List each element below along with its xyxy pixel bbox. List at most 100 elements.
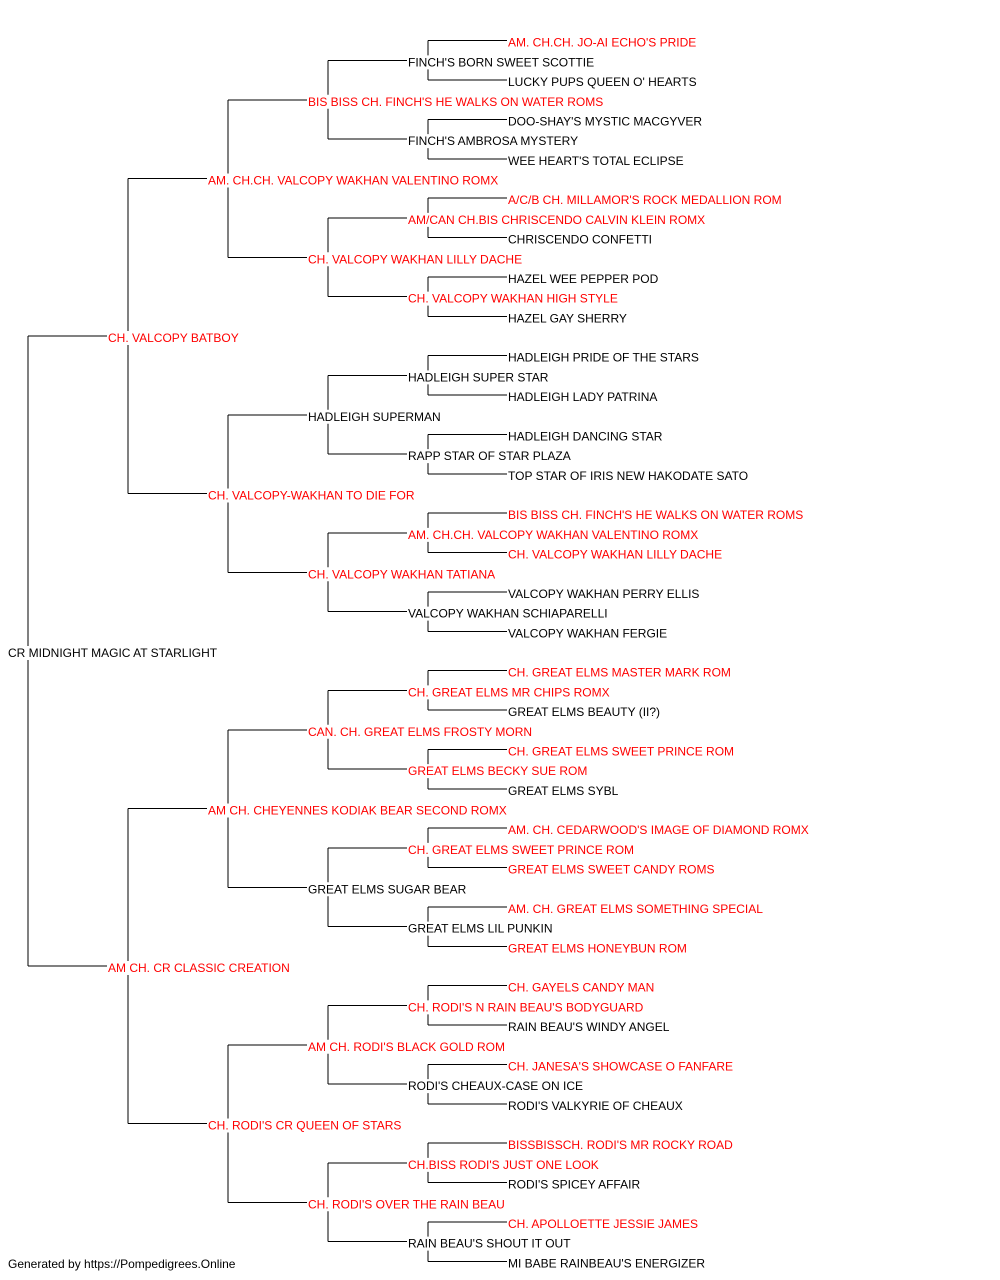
dog-name-gen-3: CH. VALCOPY WAKHAN TATIANA	[308, 567, 495, 581]
label-backdrop	[507, 468, 750, 483]
dog-name-gen-3: CH. VALCOPY WAKHAN LILLY DACHE	[308, 252, 522, 266]
label-backdrop	[107, 961, 291, 975]
dog-name-gen-0: CR MIDNIGHT MAGIC AT STARLIGHT	[8, 646, 218, 660]
dog-name-gen-5: HADLEIGH PRIDE OF THE STARS	[508, 351, 699, 365]
dog-name-gen-4: GREAT ELMS LIL PUNKIN	[408, 922, 553, 936]
label-backdrop	[507, 1098, 684, 1113]
dog-name-gen-3: HADLEIGH SUPERMAN	[308, 410, 441, 424]
label-backdrop	[507, 980, 656, 995]
label-backdrop	[407, 134, 580, 149]
dog-name-gen-5: AM. CH. GREAT ELMS SOMETHING SPECIAL	[508, 902, 763, 916]
dog-name-gen-5: TOP STAR OF IRIS NEW HAKODATE SATO	[508, 469, 748, 483]
dog-name-gen-5: VALCOPY WAKHAN FERGIE	[508, 626, 667, 640]
label-backdrop	[407, 606, 609, 621]
dog-name-gen-5: HAZEL WEE PEPPER POD	[508, 272, 659, 286]
dog-name-gen-5: HADLEIGH LADY PATRINA	[508, 390, 657, 404]
dog-name-gen-2: CH. VALCOPY-WAKHAN TO DIE FOR	[208, 489, 415, 503]
label-backdrop	[407, 842, 636, 857]
dog-name-gen-2: AM CH. CHEYENNES KODIAK BEAR SECOND ROMX	[208, 804, 507, 818]
dog-name-gen-5: RODI'S SPICEY AFFAIR	[508, 1178, 640, 1192]
dog-name-gen-4: CH. RODI'S N RAIN BEAU'S BODYGUARD	[408, 1000, 644, 1014]
footer-credit: Generated by https://Pompedigrees.Online	[8, 1257, 236, 1271]
label-backdrop	[207, 488, 416, 503]
dog-name-gen-4: AM/CAN CH.BIS CHRISCENDO CALVIN KLEIN RO…	[408, 213, 705, 227]
dog-name-gen-5: AM. CH.CH. JO-AI ECHO'S PRIDE	[508, 36, 696, 50]
dog-name-gen-1: AM CH. CR CLASSIC CREATION	[108, 961, 290, 975]
label-backdrop	[407, 55, 596, 70]
label-backdrop	[207, 803, 508, 818]
dog-name-gen-5: RODI'S VALKYRIE OF CHEAUX	[508, 1099, 683, 1113]
label-backdrop	[507, 586, 701, 601]
dog-name-gen-4: RODI'S CHEAUX-CASE ON ICE	[408, 1079, 583, 1093]
label-backdrop	[507, 153, 685, 168]
label-backdrop	[7, 646, 219, 660]
label-backdrop	[307, 1197, 506, 1212]
dog-name-gen-5: VALCOPY WAKHAN PERRY ELLIS	[508, 587, 699, 601]
label-backdrop	[507, 823, 810, 838]
label-backdrop	[307, 882, 468, 897]
label-backdrop	[407, 1236, 573, 1251]
dog-name-gen-5: CH. APOLLOETTE JESSIE JAMES	[508, 1217, 698, 1231]
dog-name-gen-5: LUCKY PUPS QUEEN O' HEARTS	[508, 75, 697, 89]
label-backdrop	[507, 705, 662, 720]
label-backdrop	[507, 1138, 735, 1153]
dog-name-gen-4: CH. GREAT ELMS MR CHIPS ROMX	[408, 685, 610, 699]
label-backdrop	[507, 390, 659, 405]
label-backdrop	[507, 901, 765, 916]
label-backdrop	[207, 1118, 403, 1133]
dog-name-gen-3: AM CH. RODI'S BLACK GOLD ROM	[308, 1040, 505, 1054]
label-backdrop	[207, 173, 500, 188]
label-backdrop	[507, 626, 669, 641]
dog-name-gen-5: GREAT ELMS BEAUTY (II?)	[508, 705, 660, 719]
label-backdrop	[507, 1256, 707, 1271]
dog-name-gen-5: A/C/B CH. MILLAMOR'S ROCK MEDALLION ROM	[508, 193, 782, 207]
label-backdrop	[507, 1059, 734, 1074]
label-backdrop	[307, 1039, 506, 1054]
dog-name-gen-4: FINCH'S AMBROSA MYSTERY	[408, 134, 578, 148]
dog-name-gen-5: AM. CH. CEDARWOOD'S IMAGE OF DIAMOND ROM…	[508, 823, 809, 837]
dog-name-gen-3: CAN. CH. GREAT ELMS FROSTY MORN	[308, 725, 532, 739]
label-backdrop	[307, 409, 442, 424]
label-backdrop	[107, 331, 240, 345]
dog-name-gen-5: HAZEL GAY SHERRY	[508, 311, 627, 325]
dog-name-gen-4: AM. CH.CH. VALCOPY WAKHAN VALENTINO ROMX	[408, 528, 698, 542]
label-backdrop	[407, 212, 707, 227]
dog-name-gen-5: BIS BISS CH. FINCH'S HE WALKS ON WATER R…	[508, 508, 803, 522]
label-backdrop	[507, 271, 660, 286]
label-backdrop	[307, 724, 534, 739]
label-backdrop	[407, 1157, 600, 1172]
dog-name-gen-4: FINCH'S BORN SWEET SCOTTIE	[408, 55, 594, 69]
label-backdrop	[307, 252, 524, 267]
dog-name-gen-5: GREAT ELMS SYBL	[508, 784, 619, 798]
label-backdrop	[407, 685, 611, 700]
dog-name-gen-4: HADLEIGH SUPER STAR	[408, 370, 549, 384]
dog-name-gen-5: MI BABE RAINBEAU'S ENERGIZER	[508, 1256, 705, 1270]
label-backdrop	[407, 921, 554, 936]
label-backdrop	[307, 94, 605, 109]
label-backdrop	[507, 941, 688, 956]
dog-name-gen-5: CHRISCENDO CONFETTI	[508, 233, 652, 247]
label-backdrop	[507, 665, 732, 680]
dog-name-gen-4: RAPP STAR OF STAR PLAZA	[408, 449, 571, 463]
dog-name-gen-5: CH. JANESA'S SHOWCASE O FANFARE	[508, 1059, 733, 1073]
dog-name-gen-3: CH. RODI'S OVER THE RAIN BEAU	[308, 1197, 505, 1211]
dog-name-gen-4: RAIN BEAU'S SHOUT IT OUT	[408, 1237, 571, 1251]
dog-name-gen-5: GREAT ELMS SWEET CANDY ROMS	[508, 863, 714, 877]
label-backdrop	[507, 862, 716, 877]
dog-name-gen-5: CH. GREAT ELMS MASTER MARK ROM	[508, 666, 731, 680]
dog-name-gen-2: AM. CH.CH. VALCOPY WAKHAN VALENTINO ROMX	[208, 174, 498, 188]
label-backdrop	[407, 764, 589, 779]
label-backdrop	[507, 429, 664, 444]
dog-name-gen-4: CH. GREAT ELMS SWEET PRINCE ROM	[408, 843, 634, 857]
dog-name-gen-1: CH. VALCOPY BATBOY	[108, 331, 239, 345]
label-backdrop	[507, 744, 736, 759]
dog-name-gen-4: CH. VALCOPY WAKHAN HIGH STYLE	[408, 292, 618, 306]
label-backdrop	[407, 1079, 584, 1094]
label-backdrop	[507, 193, 783, 208]
label-backdrop	[507, 508, 805, 523]
label-backdrop	[507, 547, 724, 562]
label-backdrop	[307, 567, 497, 582]
label-backdrop	[507, 311, 628, 326]
label-backdrop	[507, 1216, 700, 1231]
